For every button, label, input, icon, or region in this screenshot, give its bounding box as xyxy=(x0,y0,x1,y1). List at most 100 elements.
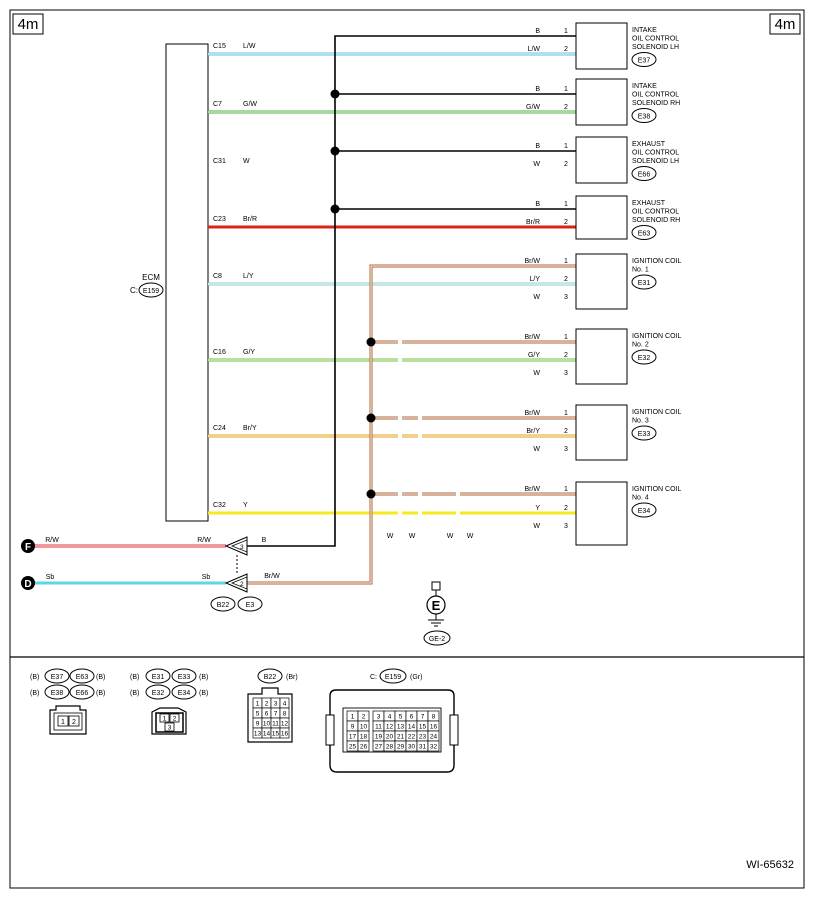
connector-d-group: D Sb Sb 2 Br/W B22 E3 xyxy=(21,555,280,612)
connector-pin: 20 xyxy=(386,734,394,741)
legend-suffix: (B) xyxy=(199,674,208,681)
pin-number: 3 xyxy=(564,446,568,453)
pin-number: 1 xyxy=(564,334,568,341)
connector-pin: 1 xyxy=(256,701,260,708)
pin-number: 2 xyxy=(564,219,568,226)
connector-pin: 32 xyxy=(430,744,438,751)
brw-out-label: Br/W xyxy=(264,573,280,580)
wire-color-right: B xyxy=(535,28,540,35)
legend-code-oval xyxy=(257,668,283,684)
connector-pin: 10 xyxy=(263,721,271,728)
connector-pin: 30 xyxy=(408,744,416,751)
wire-color-right: Br/Y xyxy=(526,428,540,435)
connector-ref-f-label: F xyxy=(25,542,31,553)
connector-pin: 13 xyxy=(397,724,405,731)
pin-number: 3 xyxy=(564,370,568,377)
wire-break xyxy=(398,510,402,516)
component-box xyxy=(575,404,628,461)
connector-pin-cell xyxy=(169,713,180,723)
pin-number: 1 xyxy=(564,410,568,417)
connector-pin: 11 xyxy=(272,721,279,728)
corner-label-box-right xyxy=(769,13,801,35)
component-code-oval xyxy=(631,166,657,181)
legend-code: E34 xyxy=(178,690,191,697)
component-name-line: SOLENOID RH xyxy=(632,217,680,224)
connector-pin-cell xyxy=(68,715,80,727)
connector-pin: 8 xyxy=(283,711,287,718)
component-name-line: SOLENOID LH xyxy=(632,44,679,51)
wire-break xyxy=(418,510,422,516)
ecm-pin-label: C8 xyxy=(213,273,222,280)
wire-color-left: L/W xyxy=(243,43,256,50)
component-code: E38 xyxy=(638,114,651,121)
legend-code-oval xyxy=(145,684,171,700)
outer-frame xyxy=(9,9,805,889)
ecm-pin-label: C31 xyxy=(213,158,226,165)
ground-symbol: E xyxy=(432,598,441,613)
component-name-line: IGNITION COIL xyxy=(632,258,682,265)
legend-group-1: (B) (B) E37 E63 E38 E66 (B) (B) 1 2 xyxy=(30,668,105,735)
legend-code: E159 xyxy=(385,674,401,681)
legend-code: E66 xyxy=(76,690,89,697)
pin-number: 1 xyxy=(564,143,568,150)
connector-pin: 27 xyxy=(375,744,383,751)
bottom-w-labels: W W W W xyxy=(387,533,474,540)
connector-pin: 12 xyxy=(386,724,394,731)
pin-number: 1 xyxy=(564,486,568,493)
connector-pin: 1 xyxy=(351,714,355,721)
rw-left-label: R/W xyxy=(45,537,59,544)
connector-pin-cell xyxy=(427,740,440,752)
component-name-line: OIL CONTROL xyxy=(632,209,679,216)
junction-code-oval-e3 xyxy=(237,596,263,612)
component-box xyxy=(575,22,628,70)
pin-number: 2 xyxy=(564,161,568,168)
pin-number: 2 xyxy=(564,104,568,111)
wire-break xyxy=(418,491,422,497)
connector-pin: 6 xyxy=(265,711,269,718)
legend-code: E37 xyxy=(51,674,64,681)
ecm-title: ECM xyxy=(142,273,160,282)
wire-color-left: W xyxy=(243,158,250,165)
component-code: E34 xyxy=(638,508,651,515)
corner-label-box-left xyxy=(12,13,44,35)
connector-f-group: F R/W R/W 3 B xyxy=(21,536,267,556)
legend-code-oval xyxy=(145,668,171,684)
component-name-line: No. 2 xyxy=(632,342,649,349)
junction-pin-d: 2 xyxy=(240,581,244,588)
component-code-oval xyxy=(631,225,657,240)
connector-pin: 10 xyxy=(360,724,368,731)
junction-connector-b22 xyxy=(224,536,248,556)
connector-pin: 1 xyxy=(61,719,65,726)
connector-pin: 4 xyxy=(283,701,287,708)
legend-code-oval xyxy=(171,668,197,684)
component-name-line: EXHAUST xyxy=(632,141,666,148)
ecm-block xyxy=(165,43,209,522)
wire-color-right: W xyxy=(533,294,540,301)
wire-color-right: W xyxy=(533,523,540,530)
wire-color-right: G/W xyxy=(526,104,540,111)
legend-prefix: (B) xyxy=(130,674,139,681)
wire-color-left: G/W xyxy=(243,101,257,108)
wire-color-right: Br/W xyxy=(524,486,540,493)
wire-color-right: L/W xyxy=(528,46,541,53)
wire-break xyxy=(398,357,402,363)
component-code: E66 xyxy=(638,172,651,179)
connector-pin: 1 xyxy=(163,716,167,723)
legend-suffix: (B) xyxy=(96,690,105,697)
w-label: W xyxy=(467,533,474,540)
ecm-code-oval xyxy=(138,282,164,298)
junction-code-e3: E3 xyxy=(246,602,255,609)
component-code-oval xyxy=(631,349,657,365)
connector-pin: 4 xyxy=(388,714,392,721)
component-code-oval xyxy=(631,52,657,67)
component-code: E63 xyxy=(638,231,651,238)
connector-pin: 5 xyxy=(256,711,260,718)
component-code: E32 xyxy=(638,355,651,362)
connector-pin: 2 xyxy=(265,701,269,708)
legend-code: E38 xyxy=(51,690,64,697)
ecm-pin-label: C24 xyxy=(213,425,226,432)
connector-pin: 19 xyxy=(375,734,383,741)
rw-right-label: R/W xyxy=(197,537,211,544)
